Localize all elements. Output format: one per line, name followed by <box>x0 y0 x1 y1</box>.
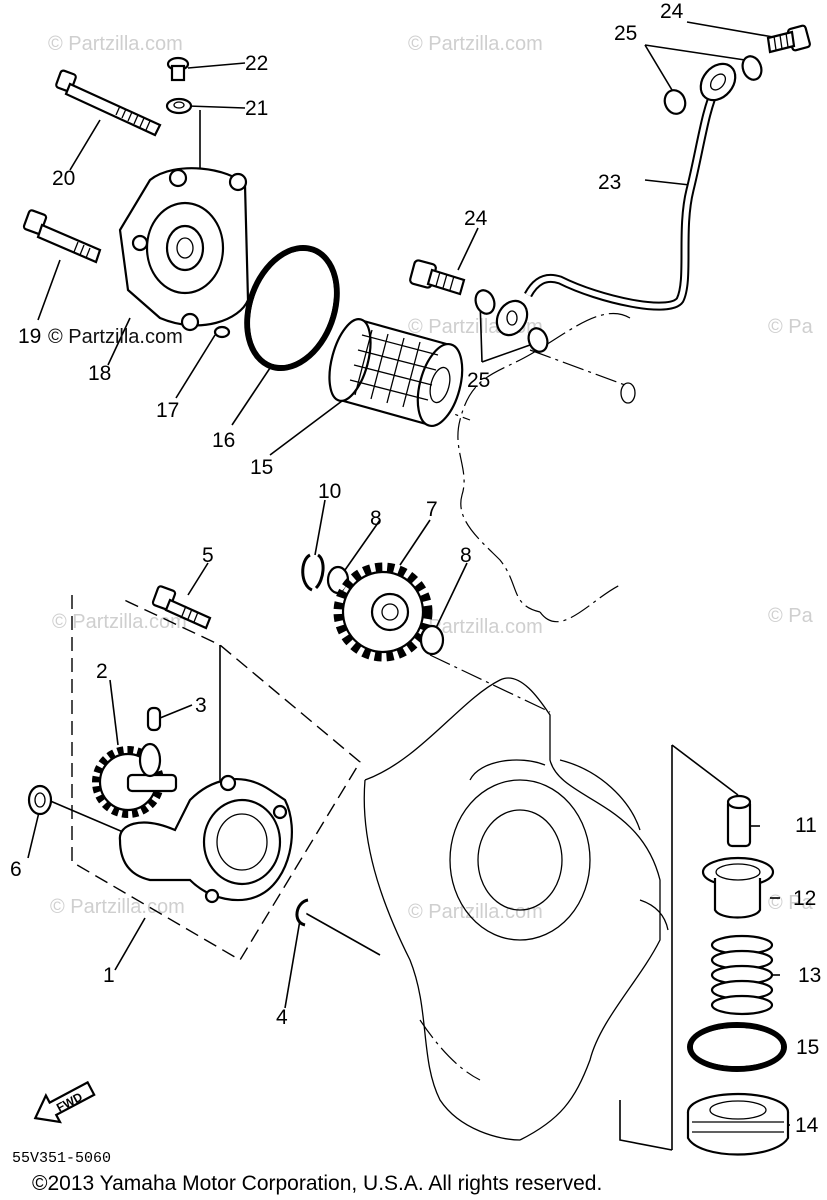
callout-24: 24 <box>464 207 488 230</box>
callout-15: 15 <box>250 456 273 479</box>
watermark: © Partzilla.com <box>50 896 185 918</box>
callout-10: 11 <box>795 814 817 837</box>
watermark-partial: © Pa <box>768 316 814 338</box>
callout-labels: 24 25 22 21 20 23 24 19 © Partzilla.com … <box>10 0 821 1137</box>
circlip-9 <box>301 553 325 592</box>
callout-22: 22 <box>245 52 268 75</box>
oil-filter-15 <box>328 318 464 427</box>
bolt-19 <box>22 209 102 264</box>
idle-gear-7 <box>333 562 433 662</box>
bolt-22 <box>166 56 190 82</box>
callout-20: 20 <box>52 167 75 190</box>
callout-4: 4 <box>276 1006 288 1029</box>
part-code: 55V351-5060 <box>12 1150 111 1167</box>
callout-16: 16 <box>212 429 235 452</box>
callout-18: 18 <box>88 362 111 385</box>
pin-10 <box>726 794 752 848</box>
washer-25 <box>663 89 687 115</box>
callout-17: 17 <box>156 399 179 422</box>
callout-3: 3 <box>195 694 207 717</box>
watermark: © Partzilla.com <box>48 326 183 348</box>
drain-plug-13 <box>686 1092 790 1156</box>
o-ring-14 <box>687 1022 787 1072</box>
dowel-hole <box>620 382 636 404</box>
callout-2: 2 <box>96 660 108 683</box>
callout-9: 10 <box>318 480 341 503</box>
watermark: © Partzilla.com <box>408 33 543 55</box>
washer-25 <box>527 327 549 353</box>
oil-pump-assembly-box <box>71 595 361 961</box>
o-ring-16 <box>244 244 340 372</box>
pump-gear-2 <box>92 742 178 818</box>
engine-case-outline <box>363 312 669 1141</box>
callout-19: 19 <box>18 325 41 348</box>
watermarks: © Partzilla.com © Partzilla.com © Partzi… <box>48 33 814 923</box>
spring-12 <box>710 934 774 1016</box>
watermark: © Partzilla.com <box>408 901 543 923</box>
filter-cover-18 <box>118 167 250 332</box>
watermark-partial: © Pa <box>768 605 814 627</box>
copyright: ©2013 Yamaha Motor Corporation, U.S.A. A… <box>32 1172 602 1195</box>
banjo-bolt-24-mid <box>409 259 466 296</box>
washer-25 <box>741 55 763 81</box>
pin-3 <box>146 706 162 732</box>
fwd-arrow-icon: FWD <box>33 1080 96 1124</box>
callout-11: 12 <box>793 887 816 910</box>
callout-14: 15 <box>796 1036 819 1059</box>
callout-23: 23 <box>598 171 621 194</box>
dowel-6 <box>27 784 53 816</box>
washer-8 <box>419 624 445 656</box>
callout-13: 14 <box>795 1114 819 1137</box>
banjo-bolt-24-top <box>766 24 811 54</box>
bolt-20 <box>55 69 162 137</box>
leader-lines <box>27 21 791 1151</box>
washer-25 <box>474 289 496 315</box>
callout-25: 25 <box>467 369 490 392</box>
o-ring-17 <box>213 325 231 339</box>
oil-pump-1 <box>118 774 293 904</box>
callout-25: 25 <box>614 22 637 45</box>
callout-8: 8 <box>370 507 382 530</box>
callout-24: 24 <box>660 0 684 23</box>
callout-7: 7 <box>426 498 438 521</box>
oil-pipe-23 <box>495 62 737 337</box>
watermark: © Partzilla.com <box>48 33 183 55</box>
callout-1: 1 <box>103 964 115 987</box>
washer-21 <box>165 97 193 115</box>
callout-12: 13 <box>798 964 821 987</box>
callout-6: 6 <box>10 858 22 881</box>
circlip-4 <box>295 898 309 927</box>
strainer-cap-11 <box>701 856 775 919</box>
callout-5: 5 <box>202 544 214 567</box>
callout-8: 8 <box>460 544 472 567</box>
watermark: © Partzilla.com <box>52 611 187 633</box>
bolt-5 <box>151 585 212 630</box>
callout-21: 21 <box>245 97 268 120</box>
